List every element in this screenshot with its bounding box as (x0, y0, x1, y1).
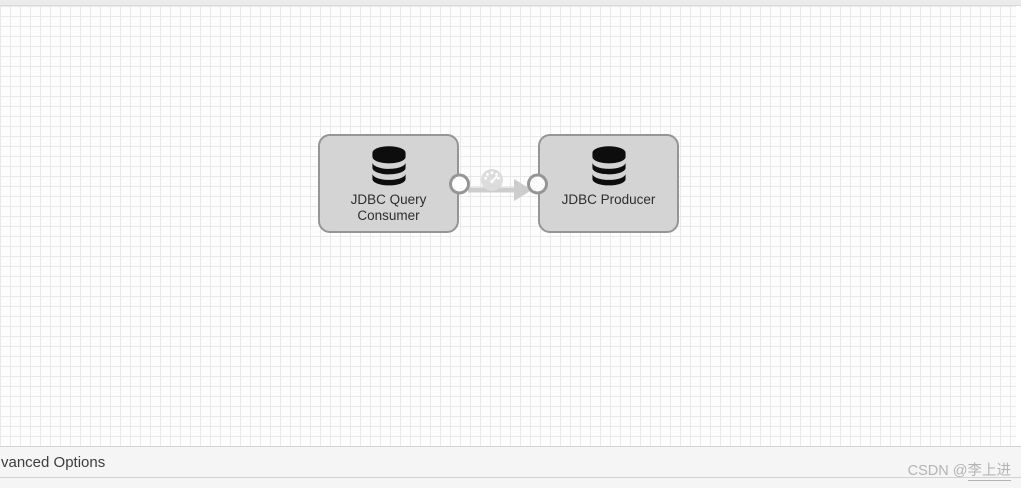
stage-label: JDBC Producer (561, 192, 656, 207)
bottom-panel: vanced Options (0, 446, 1021, 488)
canvas-right-margin (1016, 6, 1021, 446)
connection-arrow[interactable] (458, 164, 542, 216)
top-strip (0, 0, 1021, 6)
stage-jdbc-query-consumer[interactable]: JDBC Query Consumer (318, 134, 470, 233)
stage-label: JDBC Query Consumer (350, 192, 427, 223)
bottom-panel-header: vanced Options (0, 447, 1021, 478)
database-icon (591, 146, 626, 186)
database-icon (371, 146, 406, 186)
stage-jdbc-producer[interactable]: JDBC Producer (527, 134, 679, 233)
input-port[interactable] (527, 173, 548, 194)
advanced-options-label[interactable]: vanced Options (1, 453, 106, 471)
watermark-prefix: CSDN @ (907, 463, 968, 479)
watermark: CSDN @李上进 (907, 459, 1011, 481)
watermark-username: 李上进 (967, 463, 1011, 481)
gauge-icon (481, 169, 503, 191)
output-port[interactable] (449, 173, 470, 194)
pipeline-canvas[interactable]: JDBC Query Consumer (0, 6, 1021, 446)
